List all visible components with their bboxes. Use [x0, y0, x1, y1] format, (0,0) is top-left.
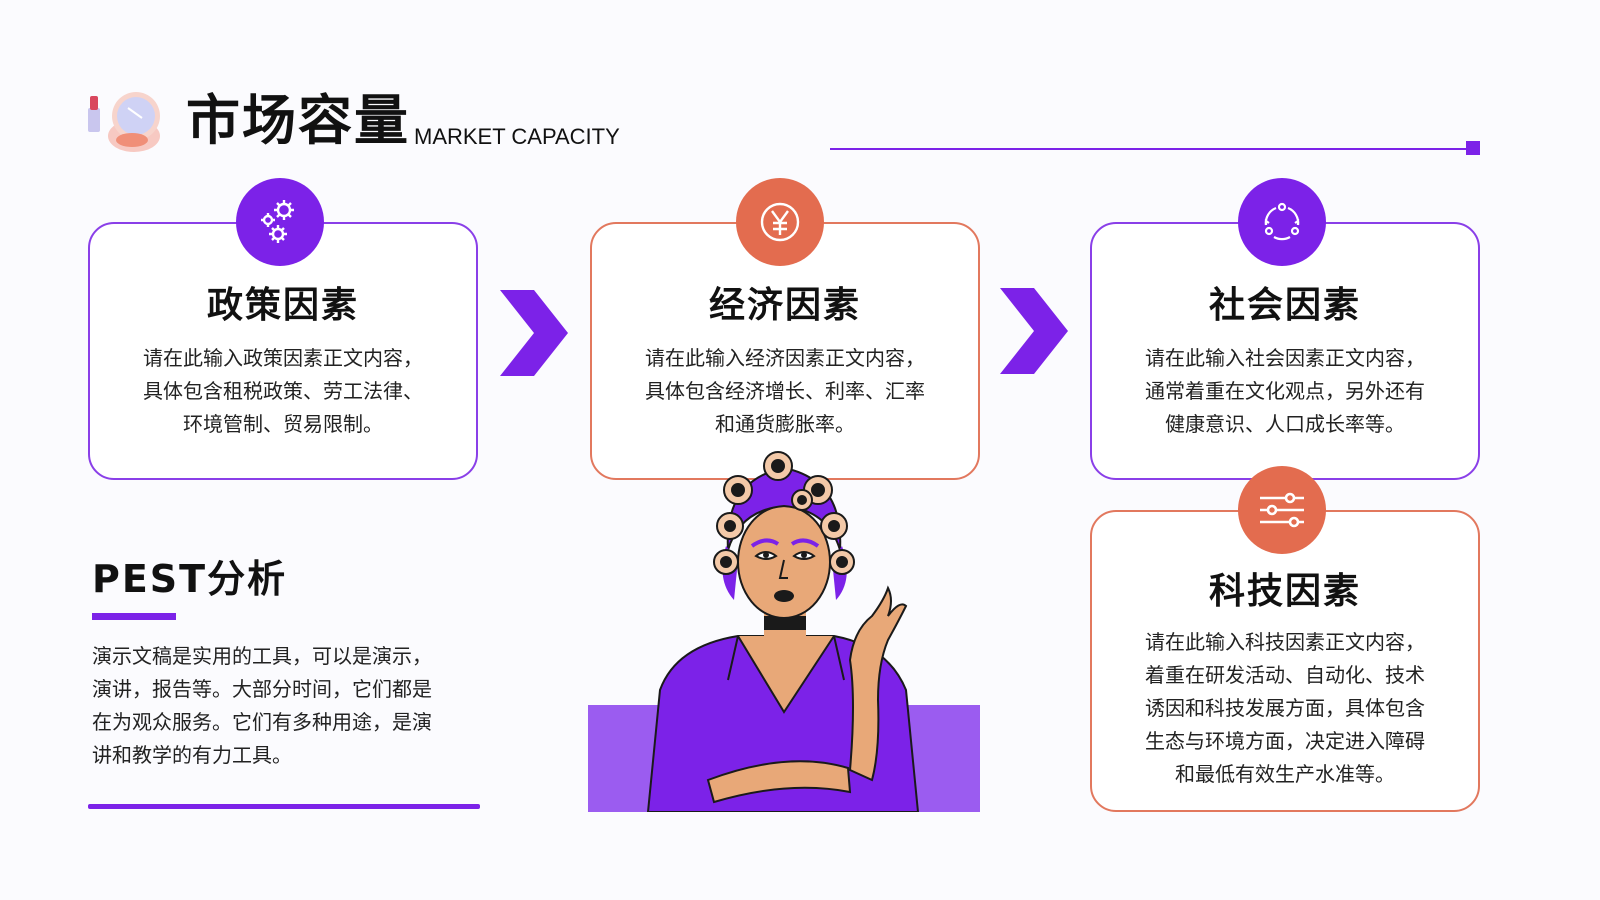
card-body: 请在此输入经济因素正文内容， 具体包含经济增长、利率、汇率 和通货膨胀率。	[616, 342, 954, 441]
card-title: 政策因素	[206, 285, 359, 326]
pest-body-line: 讲和教学的有力工具。	[92, 743, 292, 767]
pest-body-line: 在为观众服务。它们有多种用途，是演	[92, 710, 432, 734]
card-body-line: 和通货膨胀率。	[715, 412, 855, 436]
card-body-line: 具体包含经济增长、利率、汇率	[645, 379, 925, 403]
card-body-line: 请在此输入政策因素正文内容，	[143, 346, 423, 370]
card-technology: 科技因素 请在此输入科技因素正文内容， 着重在研发活动、自动化、技术 诱因和科技…	[1090, 510, 1480, 812]
card-body: 请在此输入科技因素正文内容， 着重在研发活动、自动化、技术 诱因和科技发展方面，…	[1116, 626, 1454, 791]
pest-body-line: 演示文稿是实用的工具，可以是演示，	[92, 644, 432, 668]
header-divider	[830, 148, 1466, 150]
card-body-line: 和最低有效生产水准等。	[1175, 762, 1395, 786]
card-body-line: 通常着重在文化观点，另外还有	[1145, 379, 1425, 403]
header-divider-end	[1466, 141, 1480, 155]
chevron-right-icon	[1000, 288, 1068, 374]
card-body-line: 诱因和科技发展方面，具体包含	[1145, 696, 1425, 720]
card-body: 请在此输入社会因素正文内容， 通常着重在文化观点，另外还有 健康意识、人口成长率…	[1116, 342, 1454, 441]
card-title: 科技因素	[1208, 571, 1361, 612]
pest-title: PEST分析	[92, 557, 288, 601]
pest-body: 演示文稿是实用的工具，可以是演示， 演讲，报告等。大部分时间，它们都是 在为观众…	[92, 640, 492, 772]
card-title: 经济因素	[708, 285, 861, 326]
cycle-icon	[1238, 178, 1326, 266]
card-body-line: 着重在研发活动、自动化、技术	[1145, 663, 1425, 687]
card-body-line: 请在此输入社会因素正文内容，	[1145, 346, 1425, 370]
pest-title-underline	[92, 613, 176, 620]
page-subtitle: MARKET CAPACITY	[414, 124, 620, 149]
sliders-icon	[1238, 466, 1326, 554]
pest-body-line: 演讲，报告等。大部分时间，它们都是	[92, 677, 432, 701]
card-body-line: 请在此输入科技因素正文内容，	[1145, 630, 1425, 654]
cosmetics-logo-icon	[84, 88, 164, 158]
page-title: 市场容量	[186, 89, 410, 152]
card-body-line: 生态与环境方面，决定进入障碍	[1145, 729, 1425, 753]
yen-icon	[736, 178, 824, 266]
bottom-divider	[88, 804, 480, 809]
card-body: 请在此输入政策因素正文内容， 具体包含租税政策、劳工法律、 环境管制、贸易限制。	[114, 342, 452, 441]
card-title: 社会因素	[1208, 285, 1361, 326]
card-body-line: 健康意识、人口成长率等。	[1165, 412, 1405, 436]
chevron-right-icon	[500, 290, 568, 376]
gears-icon	[236, 178, 324, 266]
woman-illustration	[588, 451, 980, 812]
card-body-line: 具体包含租税政策、劳工法律、	[143, 379, 423, 403]
card-body-line: 环境管制、贸易限制。	[183, 412, 383, 436]
card-body-line: 请在此输入经济因素正文内容，	[645, 346, 925, 370]
